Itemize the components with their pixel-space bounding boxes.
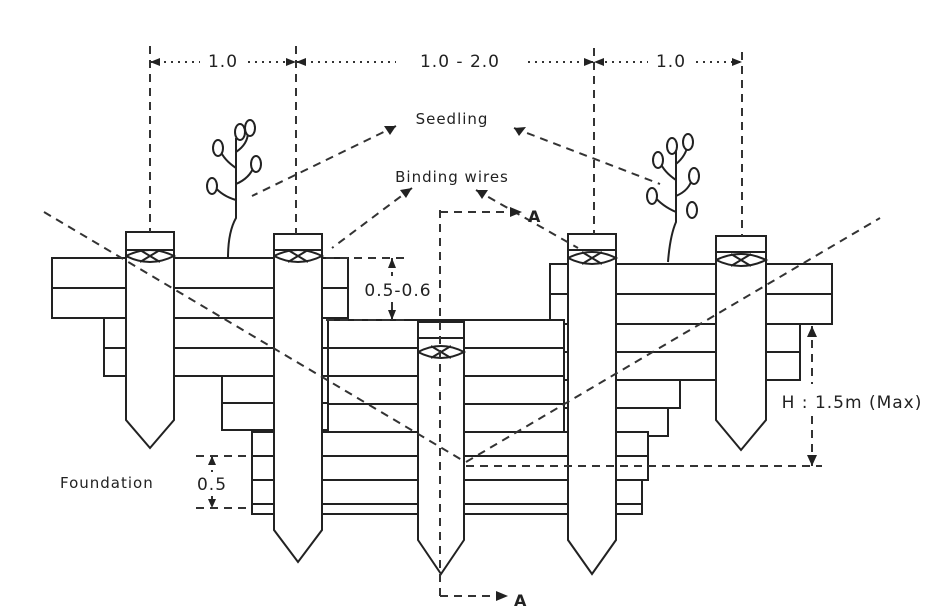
section-label-bottom: A	[514, 591, 527, 610]
binding-leader-right	[475, 189, 579, 249]
seedling-icon	[206, 119, 262, 259]
seedling-leader-right	[513, 127, 661, 185]
step-dimension-label: 0.5-0.6	[364, 281, 431, 301]
stakes	[125, 231, 767, 576]
dim-top-mid: 1.0 - 2.0	[420, 52, 500, 72]
stake-2	[273, 233, 323, 564]
top-dimensions	[149, 46, 743, 236]
binding-wire-knot-icon	[273, 249, 325, 263]
section-arrow-icon	[510, 207, 522, 217]
stake-5	[715, 235, 767, 452]
step-dimension	[326, 257, 410, 321]
seedling-label: Seedling	[416, 110, 489, 128]
foundation-dimension	[196, 455, 252, 509]
height-dimension	[466, 326, 822, 467]
slope-line-right	[465, 217, 881, 463]
foundation-dimension-label: 0.5	[197, 475, 227, 495]
section-arrow-icon	[496, 591, 508, 601]
binding-wire-knot-icon	[715, 253, 769, 267]
height-dimension-label: H : 1.5m (Max)	[782, 393, 923, 413]
binding-wire-knot-icon	[567, 251, 619, 265]
binding-leader-left	[331, 187, 413, 249]
foundation-label: Foundation	[60, 474, 154, 492]
stake-4	[567, 233, 617, 576]
seedling-icon	[646, 133, 700, 263]
dim-top-right: 1.0	[656, 52, 686, 72]
dim-top-left: 1.0	[208, 52, 238, 72]
section-label-top: A	[528, 207, 541, 226]
binding-wire-knot-icon	[125, 249, 177, 263]
stake-1	[125, 231, 175, 450]
binding-wires-label: Binding wires	[395, 168, 509, 186]
section-line	[439, 207, 522, 601]
seedling-leader-left	[251, 125, 397, 197]
slope-line-left	[43, 211, 463, 461]
